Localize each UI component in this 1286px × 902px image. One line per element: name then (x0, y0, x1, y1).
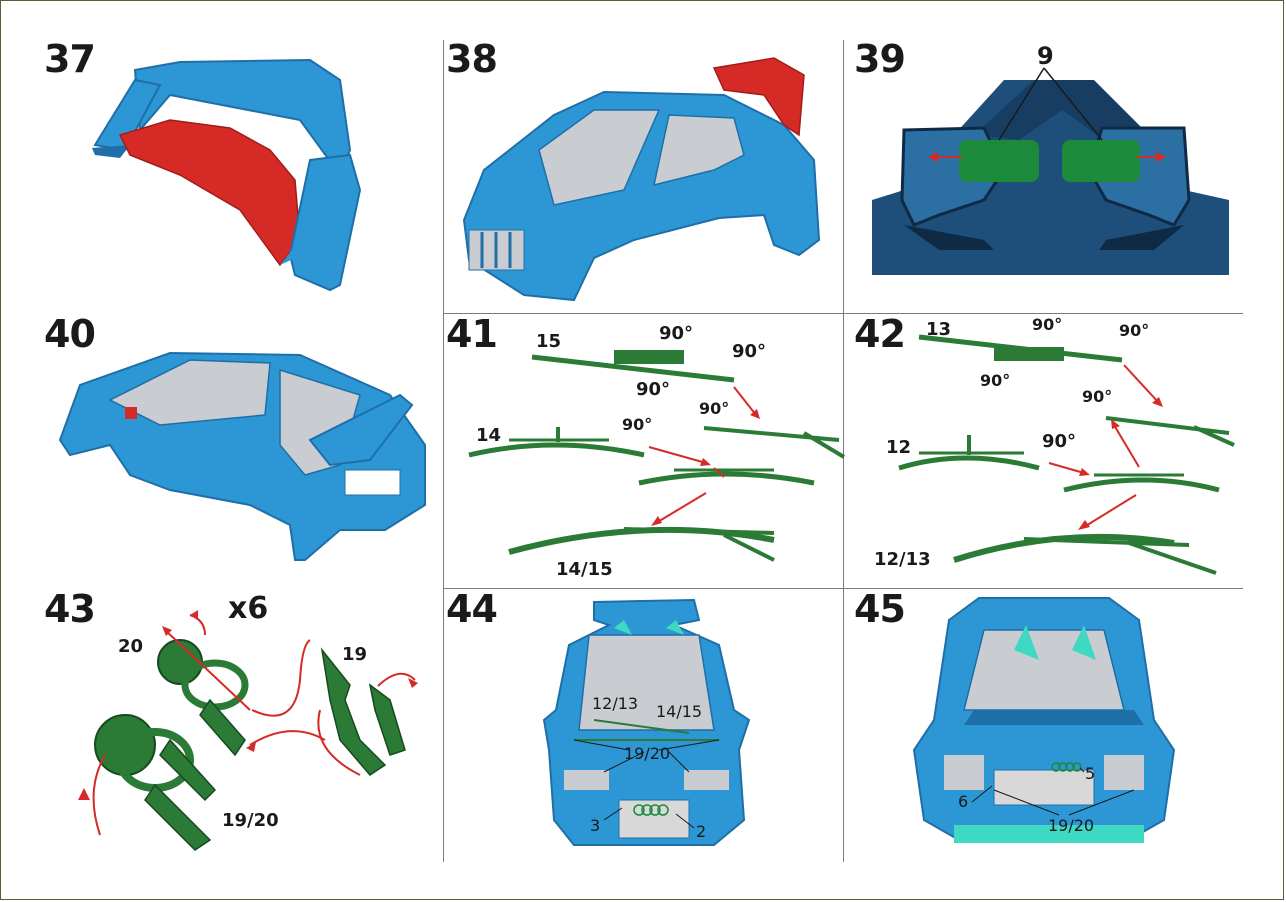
rotation-label: 90° (1042, 431, 1077, 452)
part-label-19-20: 19/20 (1048, 816, 1095, 835)
step-43: 43 x6 20 19 19/20 (40, 590, 440, 862)
step-number: 44 (446, 587, 498, 631)
rotation-label: 90° (1082, 387, 1113, 406)
part-label-14-15: 14/15 (556, 559, 613, 580)
rotation-label: 90° (732, 341, 767, 362)
mirror-closeup-illustration (872, 67, 1229, 275)
car-front-illustration (542, 598, 751, 846)
rotation-label: 90° (980, 371, 1011, 390)
part-label-12: 12 (886, 437, 912, 458)
part-label-20: 20 (118, 636, 144, 657)
part-label-19-20: 19/20 (222, 810, 279, 831)
part-label-3: 3 (590, 816, 601, 835)
step-45: 45 5 6 19/20 (844, 590, 1242, 862)
part-label-13: 13 (926, 319, 952, 340)
part-label-14-15: 14/15 (656, 702, 703, 721)
step-41: 41 15 14 14/15 90° 90° 90° 90° 90° (444, 312, 846, 585)
grid-divider (443, 313, 1243, 314)
step-38: 38 (444, 40, 842, 310)
rotation-label: 90° (1032, 315, 1063, 334)
car-rear-illustration (58, 351, 426, 561)
step-number: 41 (446, 312, 498, 356)
grid-divider (443, 40, 444, 862)
step-37: 37 (40, 40, 440, 310)
part-label-12-13: 12/13 (874, 549, 931, 570)
part-label-19-20: 19/20 (624, 744, 671, 763)
rotation-label: 90° (636, 379, 671, 400)
wiper-assembly-illustration (898, 334, 1235, 575)
step-number: 43 (44, 587, 96, 631)
step-number: 38 (446, 37, 498, 81)
wiper-assembly-illustration (468, 350, 846, 562)
part-label-19: 19 (342, 644, 368, 665)
part-label-2: 2 (696, 822, 707, 841)
part-label-14: 14 (476, 425, 502, 446)
spoiler-illustration (92, 58, 362, 292)
rotation-label: 90° (659, 323, 694, 344)
step-number: 45 (854, 587, 906, 631)
step-number: 40 (44, 312, 96, 356)
rotation-label: 90° (699, 399, 730, 418)
step-number: 39 (854, 37, 906, 81)
step-number: 42 (854, 312, 906, 356)
step-39: 39 9 (844, 40, 1242, 310)
part-label-9: 9 (1037, 42, 1054, 70)
car-body-illustration (462, 57, 821, 302)
grid-divider (443, 588, 1243, 589)
step-40: 40 (40, 315, 440, 585)
rotation-label: 90° (622, 415, 653, 434)
rotation-label: 90° (1119, 321, 1150, 340)
mirror-mount-illustration (78, 610, 418, 851)
step-42: 42 13 12 12/13 90° 90° 90° 90° 90° (844, 315, 1242, 585)
car-rear-top-illustration (912, 597, 1176, 843)
part-label-6: 6 (958, 792, 969, 811)
part-label-12-13: 12/13 (592, 694, 639, 713)
grid-divider (843, 40, 844, 862)
step-44: 44 12/13 14/15 19/20 3 2 (444, 590, 842, 862)
part-label-5: 5 (1085, 764, 1096, 783)
quantity-label: x6 (228, 591, 269, 626)
part-label-15: 15 (536, 331, 562, 352)
step-number: 37 (44, 37, 96, 81)
